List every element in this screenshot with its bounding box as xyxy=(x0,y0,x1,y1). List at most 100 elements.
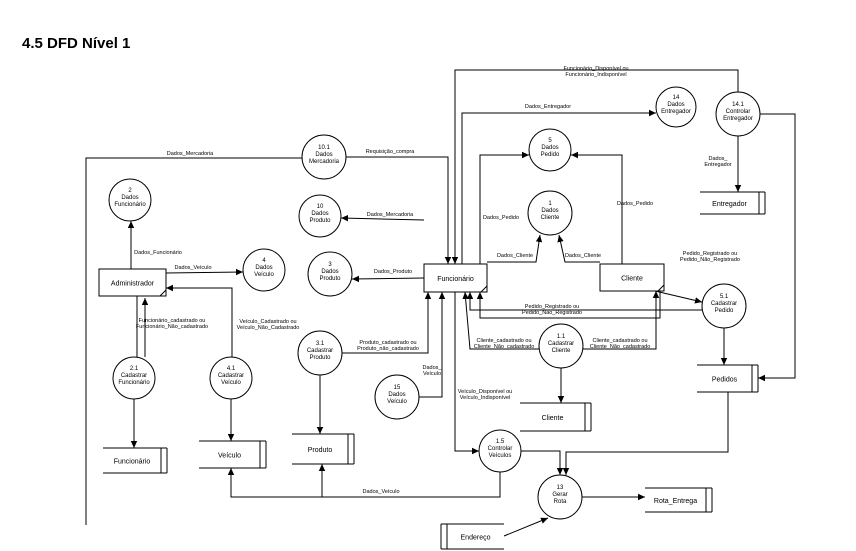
flow-label-f_dados_veiculo: Dados_Veículo xyxy=(175,265,212,271)
store-s_veiculo[interactable]: Veículo xyxy=(199,440,267,469)
store-s_veiculo-label: Veículo xyxy=(218,453,241,460)
flow-label-f_dados_mercadoria_top: Dados_Mercadoria xyxy=(167,151,214,157)
flow-label-f_dados_entregador_v: Dados_Entregador xyxy=(704,156,731,168)
store-s_rota-label: Rota_Entrega xyxy=(654,498,697,505)
flow-label-f_dados_veiculo_15: Dados_Veículo xyxy=(423,365,443,377)
flow-label-f_dados_cliente_r: Dados_Cliente xyxy=(565,253,601,259)
flow-label-f_dados_funcionario: Dados_Funcionário xyxy=(134,250,182,256)
edge-func-p1 xyxy=(487,234,543,263)
edge-p31-func xyxy=(342,292,432,354)
flow-label-f_dados_entregador: Dados_Entregador xyxy=(525,104,571,110)
edge-p51-func xyxy=(466,292,702,311)
store-s_pedidos-label: Pedidos xyxy=(712,377,738,384)
store-s_cliente[interactable]: Cliente xyxy=(520,402,592,432)
store-s_endereco-label: Endereço xyxy=(461,535,491,542)
edge-func-p5 xyxy=(479,151,529,264)
edge-endereco-p13 xyxy=(503,517,549,537)
edge-cliente-p1 xyxy=(557,234,600,263)
edge-admin-p41 xyxy=(166,284,233,357)
edge-p141-pedidos xyxy=(758,113,796,382)
entity-funcionario[interactable]: Funcionário xyxy=(423,263,488,293)
edge-func-p3 xyxy=(351,275,425,283)
edge-func-p151 xyxy=(454,292,479,455)
edge-p15-func xyxy=(419,292,446,398)
edge-p151-prod xyxy=(318,464,500,498)
store-s_funcionario-label: Funcionário xyxy=(114,459,151,466)
page-title: 4.5 DFD Nível 1 xyxy=(22,35,131,52)
edge-cliente-p5 xyxy=(571,151,623,264)
flow-label-f_dados_pedido_l: Dados_Pedido xyxy=(483,215,519,221)
flow-label-f_dados_cliente_l: Dados_Cliente xyxy=(497,253,533,259)
edge-p11-func xyxy=(462,291,539,350)
edge-cliente-p51 xyxy=(654,290,703,304)
store-s_funcionario[interactable]: Funcionário xyxy=(103,447,168,474)
store-s_pedidos[interactable]: Pedidos xyxy=(697,364,759,393)
store-s_produto-label: Produto xyxy=(308,447,333,454)
store-s_produto[interactable]: Produto xyxy=(292,433,355,465)
entity-administrador-label: Administrador xyxy=(111,281,155,288)
flow-label-f_dados_mercadoria: Dados_Mercadoria xyxy=(367,212,414,218)
edge-pedidos-p13 xyxy=(562,392,729,475)
entity-cliente-label: Cliente xyxy=(621,276,643,283)
entity-cliente[interactable]: Cliente xyxy=(599,263,665,292)
flow-label-f_dados_pedido_r: Dados_Pedido xyxy=(617,201,653,207)
edge-admin-p4 xyxy=(165,268,244,276)
edge-dados-mercadoria xyxy=(340,214,425,222)
entity-funcionario-label: Funcionário xyxy=(437,276,474,283)
edge-requisicao xyxy=(346,156,452,264)
edge-p11-cliente xyxy=(583,291,660,350)
edge-p151-p13 xyxy=(521,450,564,475)
entity-administrador[interactable]: Administrador xyxy=(98,268,167,297)
store-s_entregador-label: Entregador xyxy=(712,201,747,208)
store-s_cliente-label: Cliente xyxy=(542,415,564,422)
edge-dados-entregador xyxy=(461,109,656,264)
store-s_entregador[interactable]: Entregador xyxy=(700,191,766,215)
store-s_endereco[interactable]: Endereço xyxy=(440,523,504,550)
flow-label-f_dados_veiculo_bottom: Dados_Veículo xyxy=(363,489,400,495)
flow-label-f_dados_produto: Dados_Produto xyxy=(374,269,412,275)
flow-label-f_requisicao: Requisição_compra xyxy=(366,149,416,155)
store-s_rota[interactable]: Rota_Entrega xyxy=(645,487,713,513)
edge-func-disp xyxy=(451,69,739,264)
